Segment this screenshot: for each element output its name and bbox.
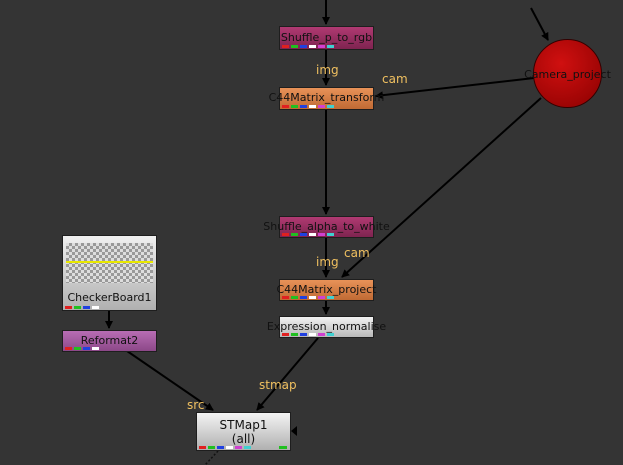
pin-label-stmap: stmap [259, 378, 297, 392]
node-label: Reformat2 [80, 334, 139, 347]
node-label: Shuffle_p_to_rgb [280, 31, 373, 44]
node-stmap[interactable]: STMap1 (all) [196, 412, 291, 451]
pin-label-src: src [187, 398, 205, 412]
pin-label-img: img [316, 255, 339, 269]
node-reformat[interactable]: Reformat2 [62, 330, 157, 352]
node-label: Expression_normalise [266, 320, 387, 333]
node-shuffle-p-to-rgb[interactable]: Shuffle_p_to_rgb [279, 26, 374, 50]
pin-label-cam: cam [382, 72, 408, 86]
node-label: STMap1 [219, 418, 268, 432]
channel-strip [282, 296, 336, 299]
checkerboard-thumbnail [66, 243, 153, 283]
channel-strip [65, 347, 101, 350]
node-sublabel: (all) [231, 432, 256, 446]
channel-strip [282, 105, 336, 108]
pin-label-img: img [316, 63, 339, 77]
node-expression-normalise[interactable]: Expression_normalise [267, 316, 386, 338]
node-camera-project[interactable]: Camera_project [524, 39, 611, 108]
node-label: Camera_project [524, 68, 611, 81]
edge-stmap-output [204, 450, 219, 465]
channel-strip [65, 306, 101, 309]
edge-top-to-camera [530, 7, 549, 41]
edge-expression-to-stmap [256, 337, 319, 411]
node-label: C44Matrix_project [276, 283, 377, 296]
channel-strip [282, 333, 336, 336]
mask-indicator [279, 446, 287, 449]
pin-label-cam: cam [344, 246, 370, 260]
channel-strip [282, 45, 336, 48]
channel-strip [199, 446, 253, 449]
node-label: C44Matrix_transform [268, 91, 385, 104]
stmap-mask-arrow [291, 426, 297, 436]
node-label: Shuffle_alpha_to_white [263, 220, 390, 233]
node-c44matrix-project[interactable]: C44Matrix_project [277, 279, 377, 301]
edge-camera-to-c44transform [375, 77, 535, 100]
edge-reformat-to-stmap [126, 350, 214, 411]
node-checkerboard[interactable]: CheckerBoard1 [62, 235, 157, 311]
channel-strip [282, 233, 336, 236]
node-label: CheckerBoard1 [67, 291, 152, 304]
node-shuffle-alpha-to-white[interactable]: Shuffle_alpha_to_white [263, 216, 390, 238]
edge-camera-to-c44project [341, 97, 542, 278]
node-c44matrix-transform[interactable]: C44Matrix_transform [269, 87, 384, 110]
